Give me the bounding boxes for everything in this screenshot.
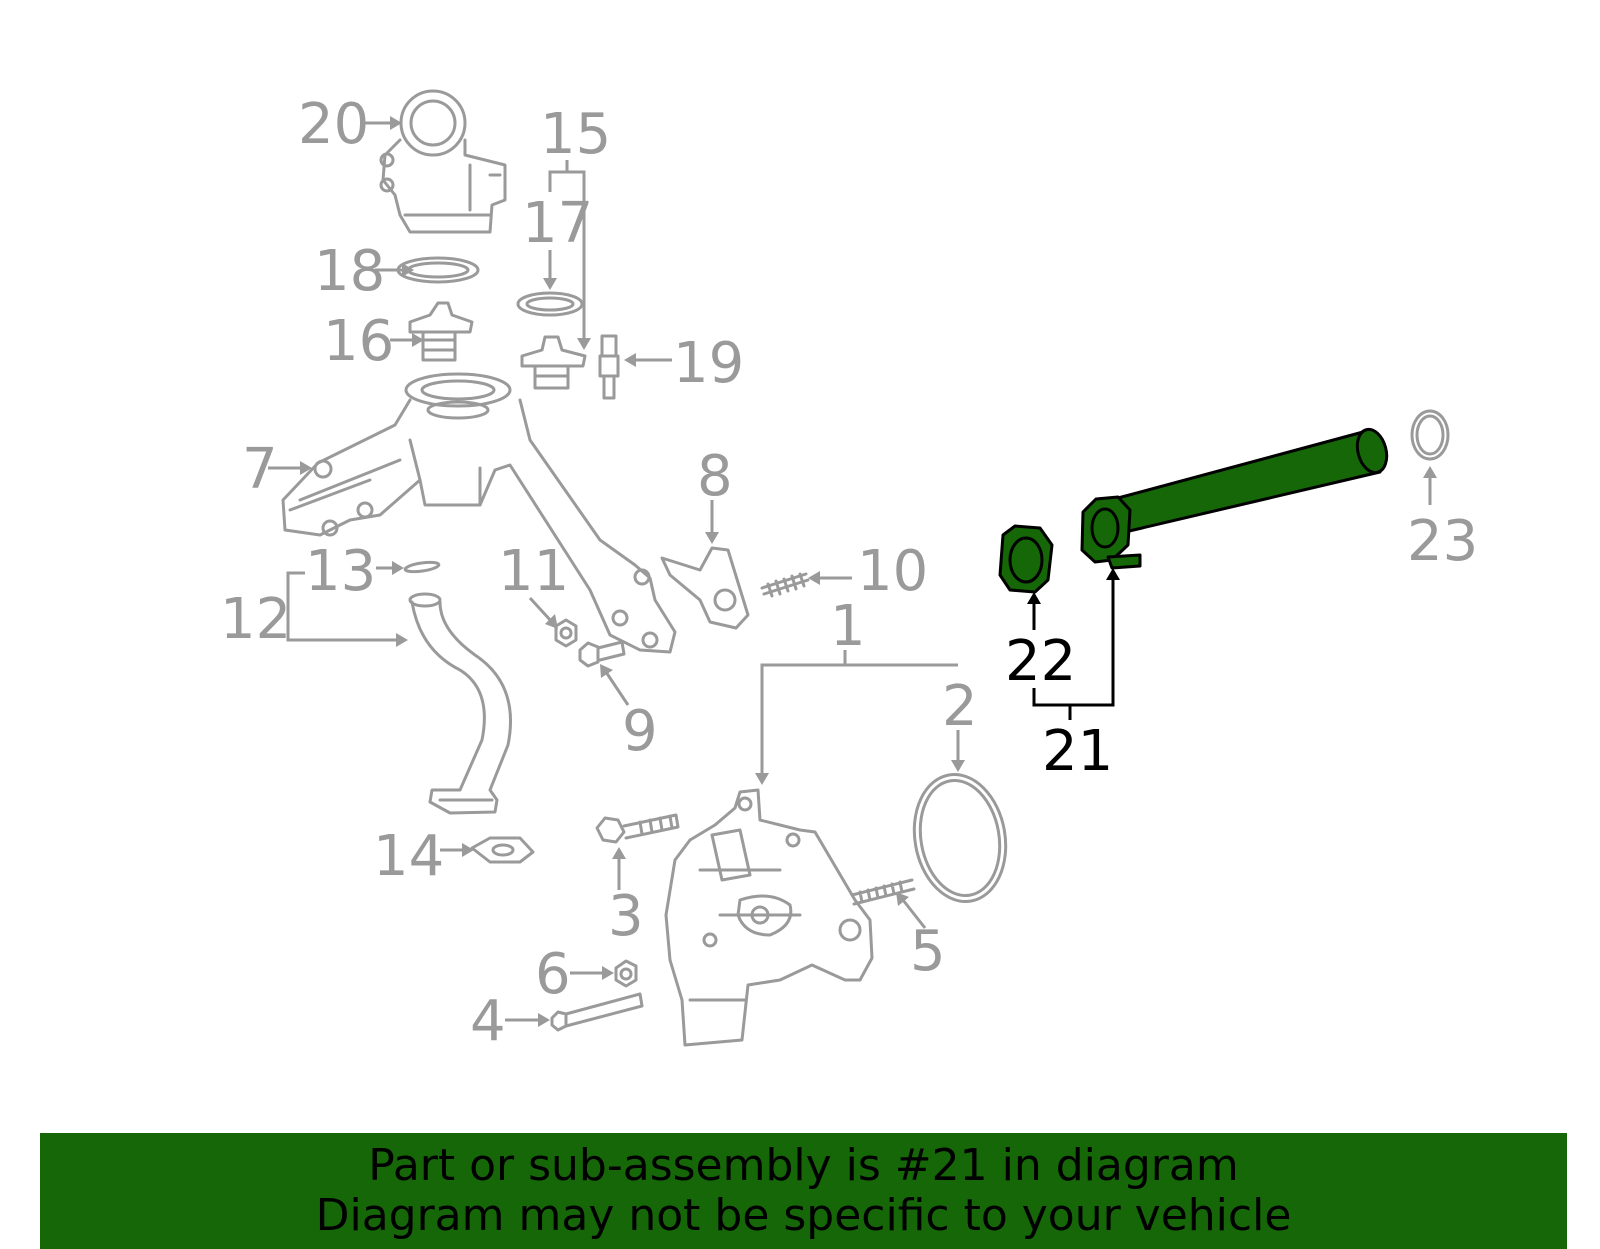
- callout-15: 15: [540, 102, 611, 167]
- part-18-gasket-inner: [406, 261, 470, 279]
- callout-5: 5: [910, 919, 946, 984]
- callout-18: 18: [314, 239, 385, 304]
- part-14-hole: [491, 843, 515, 857]
- callout-23: 23: [1407, 509, 1478, 574]
- part-17-gasket-inner: [525, 296, 575, 312]
- part-5-stud: [850, 878, 916, 906]
- callout-20: 20: [298, 92, 369, 157]
- callout-1: 1: [830, 594, 866, 659]
- part-16-thermostat: [408, 301, 474, 362]
- callout-21: 21: [1042, 719, 1113, 784]
- part-9-bolt: [578, 640, 626, 668]
- part-7-manifold: [281, 372, 677, 654]
- part-20-water-outlet: [379, 89, 507, 234]
- callout-14: 14: [373, 824, 444, 889]
- callout-8: 8: [697, 444, 733, 509]
- callout-2: 2: [942, 674, 978, 739]
- part-6-nut: [614, 959, 638, 988]
- callout-7: 7: [242, 437, 278, 502]
- callout-10: 10: [857, 539, 928, 604]
- part-4-bolt: [550, 992, 644, 1032]
- part-15-thermostat: [520, 335, 587, 390]
- part-23-oring-inner: [1415, 414, 1445, 456]
- part-14-gasket: [470, 836, 535, 864]
- part-11-nut: [554, 618, 578, 648]
- part-2-oring: [912, 772, 1008, 904]
- highlight-leader-lines: [1027, 568, 1120, 720]
- part-23-oring: [1410, 409, 1450, 461]
- callout-6: 6: [535, 942, 571, 1007]
- part-10-stud: [760, 572, 810, 598]
- callout-19: 19: [673, 331, 744, 396]
- part-1-water-pump: [664, 788, 874, 1047]
- part-19-sensor: [598, 334, 620, 400]
- callout-11: 11: [498, 539, 569, 604]
- part-17-gasket: [516, 291, 584, 317]
- part-13-oring: [403, 560, 441, 574]
- banner-line-1: Part or sub-assembly is #21 in diagram: [368, 1140, 1239, 1191]
- part-12-pipe: [408, 592, 512, 815]
- callout-12: 12: [220, 587, 291, 652]
- callout-9: 9: [622, 699, 658, 764]
- info-banner: Part or sub-assembly is #21 in diagram D…: [40, 1133, 1567, 1249]
- part-3-bolt: [595, 813, 680, 844]
- callout-22: 22: [1005, 629, 1076, 694]
- callout-numbers: 20 15 17 18 16 19 7 8 13 11 10 12 1 2 9 …: [220, 92, 1478, 1054]
- banner-line-2: Diagram may not be specific to your vehi…: [315, 1190, 1292, 1241]
- callout-16: 16: [323, 309, 394, 374]
- leader-lines: [268, 116, 1437, 1027]
- part-2-oring-inner: [918, 778, 1002, 898]
- callout-3: 3: [608, 884, 644, 949]
- callout-17: 17: [522, 191, 593, 256]
- part-22-gasket: [998, 524, 1054, 594]
- part-21-water-pipe: [1080, 427, 1389, 570]
- callout-4: 4: [470, 989, 506, 1054]
- callout-13: 13: [305, 539, 376, 604]
- part-8-hole: [713, 588, 737, 612]
- part-8-gasket: [660, 546, 750, 630]
